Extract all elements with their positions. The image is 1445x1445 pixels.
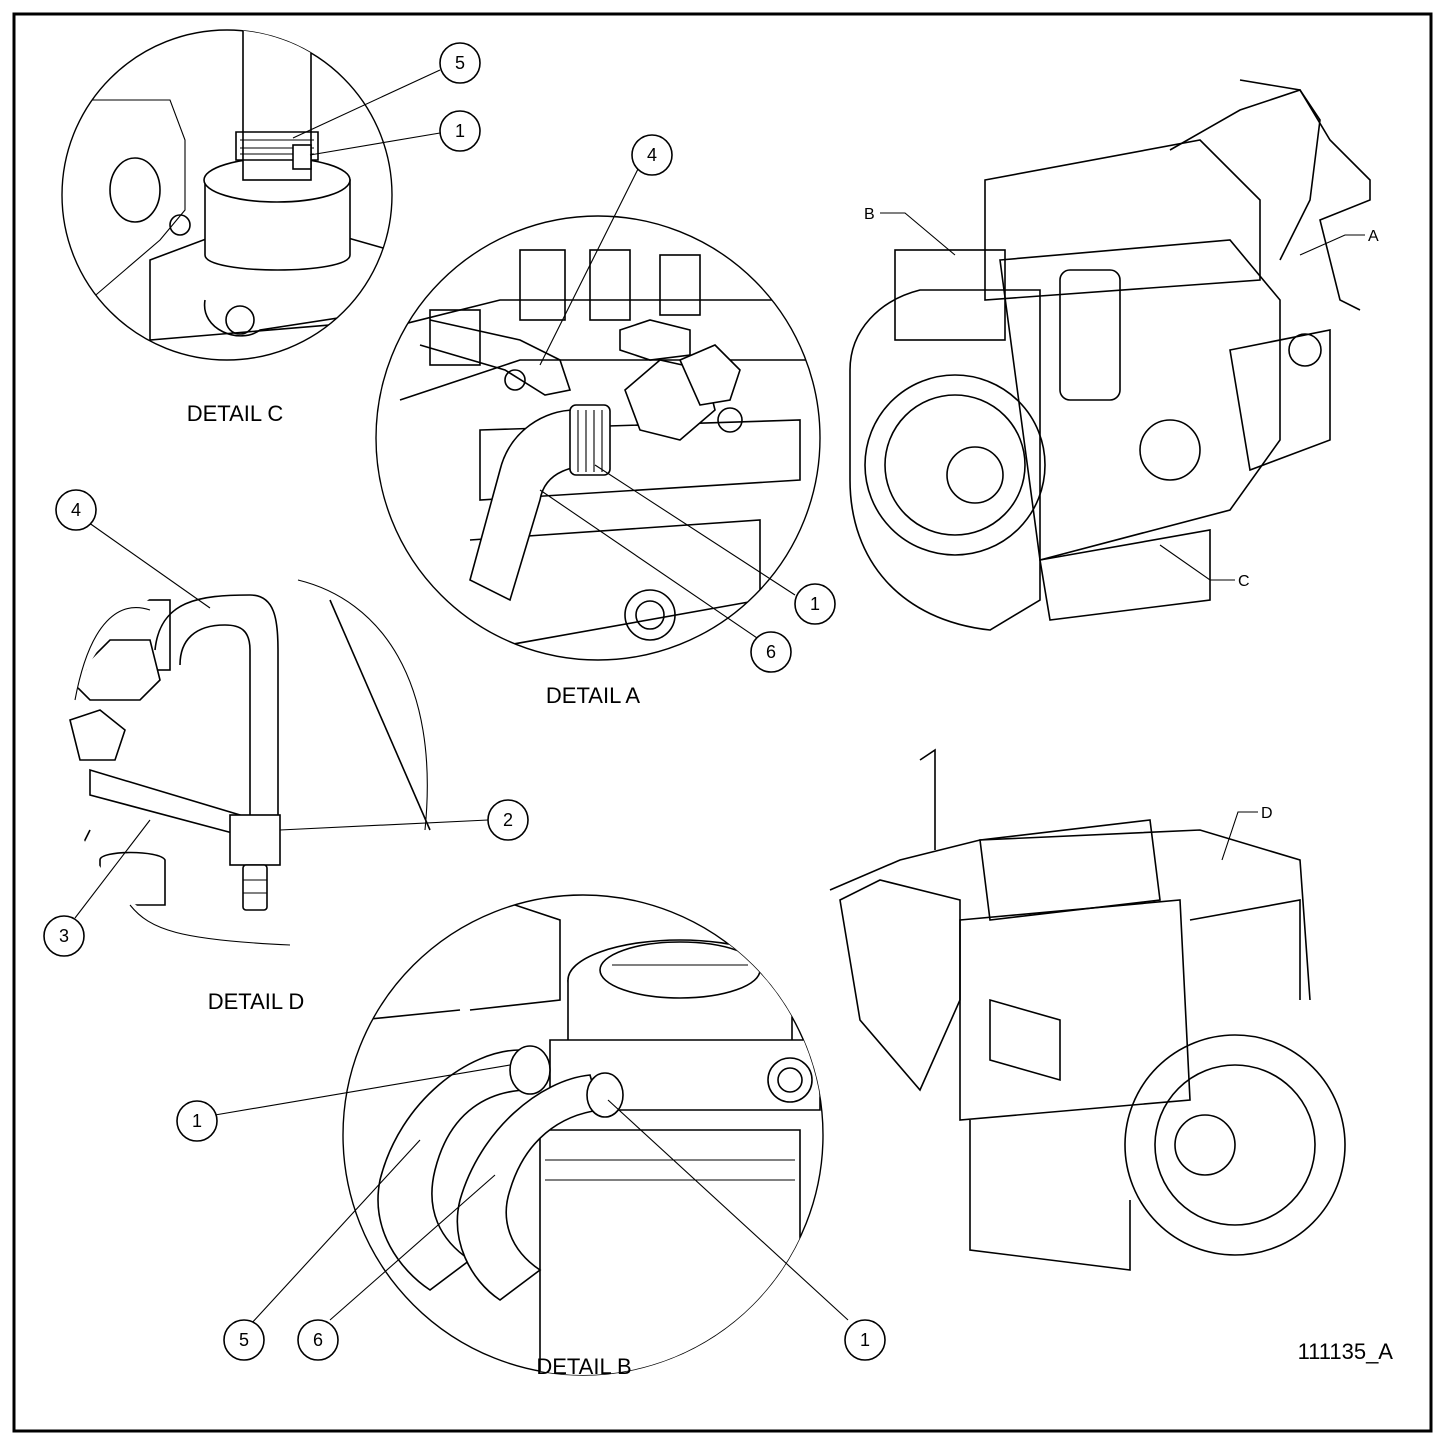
- location-marker-a: A: [1368, 228, 1379, 245]
- callout-d-2: 2: [487, 799, 529, 841]
- callout-b-1-left-label: 1: [192, 1111, 202, 1131]
- callout-a-6: 6: [750, 631, 792, 673]
- location-marker-b: B: [864, 206, 875, 223]
- callout-a-4: 4: [631, 134, 673, 176]
- location-marker-d: D: [1261, 805, 1273, 822]
- engine-view-bottom: [829, 748, 1346, 1271]
- callout-b-1-right: 1: [844, 1319, 886, 1361]
- callout-d-2-label: 2: [503, 810, 513, 830]
- drawing-border: [12, 12, 1433, 1433]
- callout-b-5: 5: [223, 1319, 265, 1361]
- detail-b-view: [342, 894, 824, 1376]
- callout-a-4-label: 4: [647, 145, 657, 165]
- engine-view-top: [849, 79, 1371, 631]
- detail-c-view: [61, 29, 393, 361]
- detail-d-title: DETAIL D: [208, 989, 305, 1014]
- callout-a-1: 1: [794, 583, 836, 625]
- callout-a-1-label: 1: [810, 594, 820, 614]
- callout-c-1: 1: [439, 110, 481, 152]
- detail-d-view: [65, 579, 431, 946]
- callout-c-1-label: 1: [455, 121, 465, 141]
- callout-d-3: 3: [43, 915, 85, 957]
- callout-a-6-label: 6: [766, 642, 776, 662]
- callout-b-1-left: 1: [176, 1100, 218, 1142]
- callout-b-1-right-label: 1: [860, 1330, 870, 1350]
- callout-c-5: 5: [439, 42, 481, 84]
- callout-d-4: 4: [55, 489, 97, 531]
- callout-b-6-label: 6: [313, 1330, 323, 1350]
- callout-d-3-label: 3: [59, 926, 69, 946]
- callout-b-5-label: 5: [239, 1330, 249, 1350]
- leader-lines: [74, 69, 1365, 1326]
- detail-b-title: DETAIL B: [536, 1354, 631, 1379]
- detail-c-title: DETAIL C: [187, 401, 284, 426]
- callout-d-4-label: 4: [71, 500, 81, 520]
- detail-a-title: DETAIL A: [546, 683, 640, 708]
- location-marker-c: C: [1238, 573, 1250, 590]
- drawing-id: 111135_A: [1298, 1339, 1394, 1364]
- callout-b-6: 6: [297, 1319, 339, 1361]
- callout-c-5-label: 5: [455, 53, 465, 73]
- detail-a-view: [375, 215, 821, 661]
